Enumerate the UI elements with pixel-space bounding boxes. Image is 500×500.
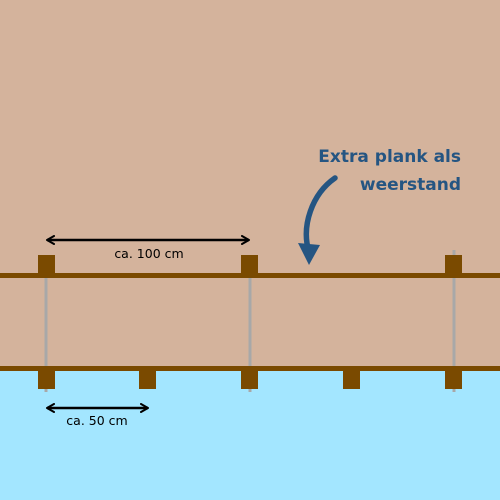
bottom-post-5 [445, 369, 462, 389]
bottom-post-1 [38, 369, 55, 389]
note-line-2: weerstand [360, 175, 461, 195]
bottom-post-3 [241, 369, 258, 389]
top-post-left [38, 255, 55, 275]
top-post-right [445, 255, 462, 275]
curved-arrow-icon [298, 175, 338, 265]
bottom-plank [0, 366, 500, 371]
bottom-post-2 [139, 369, 156, 389]
bottom-post-4 [343, 369, 360, 389]
top-post-middle [241, 255, 258, 275]
dimension-label-top: ca. 100 cm [114, 246, 183, 261]
dimension-label-bottom: ca. 50 cm [66, 413, 127, 428]
top-plank [0, 273, 500, 278]
note-line-1: Extra plank als [318, 147, 461, 167]
